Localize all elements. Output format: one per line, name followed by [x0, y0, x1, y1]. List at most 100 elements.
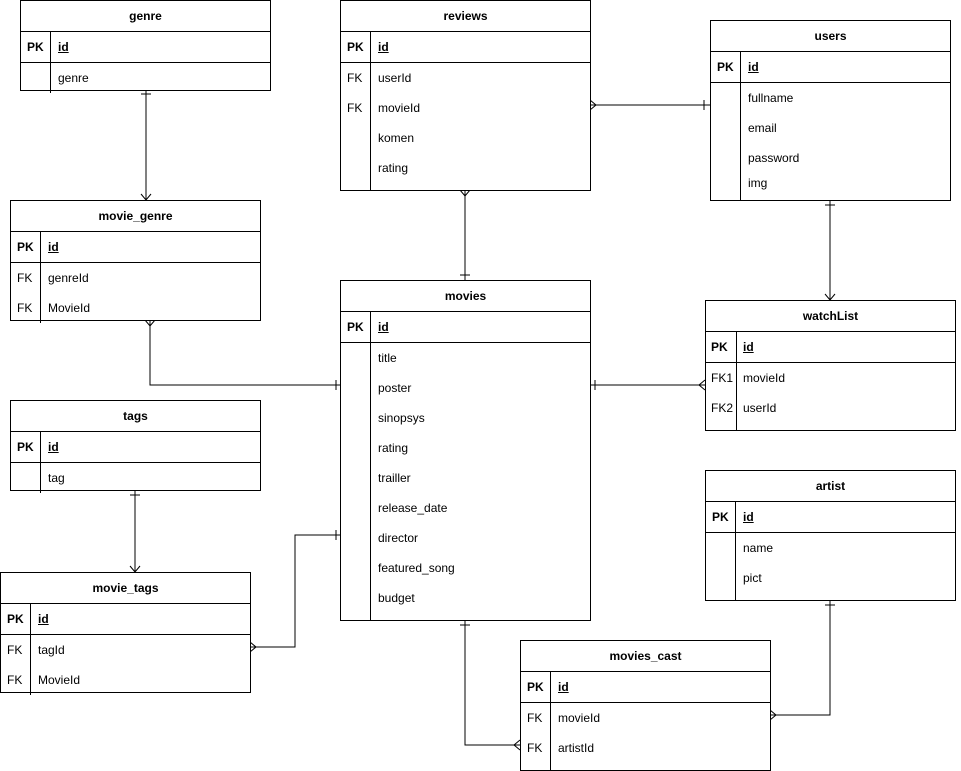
key-label: PK: [521, 672, 551, 702]
entity-row: name: [706, 533, 955, 563]
field-name: email: [748, 121, 777, 135]
field-name: id: [378, 40, 389, 54]
rel-genre-movie-genre: [140, 90, 152, 201]
rel-users-watchlist: [824, 200, 836, 301]
key-label: FK: [1, 665, 31, 695]
entity-title: movies_cast: [521, 641, 770, 672]
entity-movies[interactable]: movies PK id title poster sinopsys ratin…: [340, 280, 591, 621]
key-label: FK: [521, 733, 551, 763]
key-label: [341, 493, 371, 523]
field-name: MovieId: [38, 673, 81, 687]
field-name: movieId: [743, 371, 786, 385]
entity-row: PK id: [706, 502, 955, 533]
field-name: rating: [378, 441, 409, 455]
entity-movies-cast[interactable]: movies_cast PK id FK movieId FK artistId: [520, 640, 771, 771]
field-name: genre: [58, 71, 89, 85]
entity-tags[interactable]: tags PK id tag: [10, 400, 261, 493]
key-label: [711, 173, 741, 193]
entity-row: genre: [21, 63, 270, 93]
entity-reviews[interactable]: reviews PK id FK userId FK movieId komen…: [340, 0, 591, 191]
rel-movies-watchlist: [590, 379, 706, 391]
field-name: director: [378, 531, 419, 545]
entity-row: PK id: [21, 32, 270, 63]
entity-row: fullname: [711, 83, 950, 113]
entity-row: PK id: [521, 672, 770, 703]
rel-artist-movies-cast: [769, 600, 835, 721]
entity-genre[interactable]: genre PK id genre: [20, 0, 271, 93]
key-label: PK: [1, 604, 31, 634]
key-label: FK1: [706, 363, 737, 393]
key-label: FK: [341, 63, 371, 93]
rel-movie-genre-movies: [144, 319, 340, 390]
field-name: budget: [378, 591, 415, 605]
field-name: genreId: [48, 271, 89, 285]
entity-title: movie_genre: [11, 201, 260, 232]
entity-row: img: [711, 173, 950, 193]
entity-row: FK movieId: [521, 703, 770, 733]
rel-movies-movies-cast: [460, 620, 521, 751]
key-label: [711, 143, 741, 173]
entity-artist[interactable]: artist PK id name pict: [705, 470, 956, 601]
field-name: release_date: [378, 501, 448, 515]
field-name: komen: [378, 131, 415, 145]
field-name: fullname: [748, 91, 794, 105]
field-name: id: [743, 510, 754, 524]
entity-row: tag: [11, 463, 260, 493]
field-name: id: [38, 612, 49, 626]
key-label: [21, 63, 51, 93]
key-column-filler: [341, 611, 371, 621]
entity-title: movies: [341, 281, 590, 312]
key-label: [706, 533, 736, 563]
entity-row: PK id: [706, 332, 955, 363]
field-name: trailler: [378, 471, 411, 485]
entity-row: pict: [706, 563, 955, 593]
key-column-filler: [521, 761, 551, 771]
entity-row: featured_song: [341, 553, 590, 583]
key-label: PK: [11, 232, 41, 262]
key-column-filler: [341, 181, 371, 191]
field-name: id: [48, 240, 59, 254]
entity-row: PK id: [1, 604, 250, 635]
key-label: [341, 583, 371, 613]
entity-row: rating: [341, 433, 590, 463]
entity-movie-tags[interactable]: movie_tags PK id FK tagId FK MovieId: [0, 572, 251, 695]
field-name: userId: [743, 401, 777, 415]
entity-row: FK tagId: [1, 635, 250, 665]
entity-movie-genre[interactable]: movie_genre PK id FK genreId FK MovieId: [10, 200, 261, 323]
key-label: [711, 113, 741, 143]
entity-watchlist[interactable]: watchList PK id FK1 movieId FK2 userId: [705, 300, 956, 431]
entity-row: PK id: [341, 32, 590, 63]
key-label: FK: [11, 263, 41, 293]
rel-reviews-movies: [459, 189, 471, 280]
field-name: password: [748, 151, 800, 165]
key-label: [341, 153, 371, 183]
entity-users[interactable]: users PK id fullname email password img: [710, 20, 951, 201]
entity-row: PK id: [11, 432, 260, 463]
key-label: FK: [521, 703, 551, 733]
key-label: [711, 83, 741, 113]
rel-movie-tags-movies: [249, 530, 340, 653]
entity-row: FK MovieId: [1, 665, 250, 695]
field-name: img: [748, 176, 768, 190]
entity-row: FK MovieId: [11, 293, 260, 323]
entity-row: FK movieId: [341, 93, 590, 123]
rel-reviews-users: [589, 99, 710, 111]
entity-row: release_date: [341, 493, 590, 523]
key-label: PK: [341, 32, 371, 62]
key-column-filler: [706, 421, 737, 431]
key-label: FK: [341, 93, 371, 123]
entity-row: sinopsys: [341, 403, 590, 433]
entity-title: tags: [11, 401, 260, 432]
entity-row: budget: [341, 583, 590, 613]
key-label: FK2: [706, 393, 737, 423]
key-column-filler: [706, 591, 736, 601]
entity-row: FK1 movieId: [706, 363, 955, 393]
key-label: FK: [1, 635, 31, 665]
key-label: [341, 123, 371, 153]
field-name: id: [48, 440, 59, 454]
entity-title: artist: [706, 471, 955, 502]
entity-row: komen: [341, 123, 590, 153]
entity-title: users: [711, 21, 950, 52]
entity-row: poster: [341, 373, 590, 403]
